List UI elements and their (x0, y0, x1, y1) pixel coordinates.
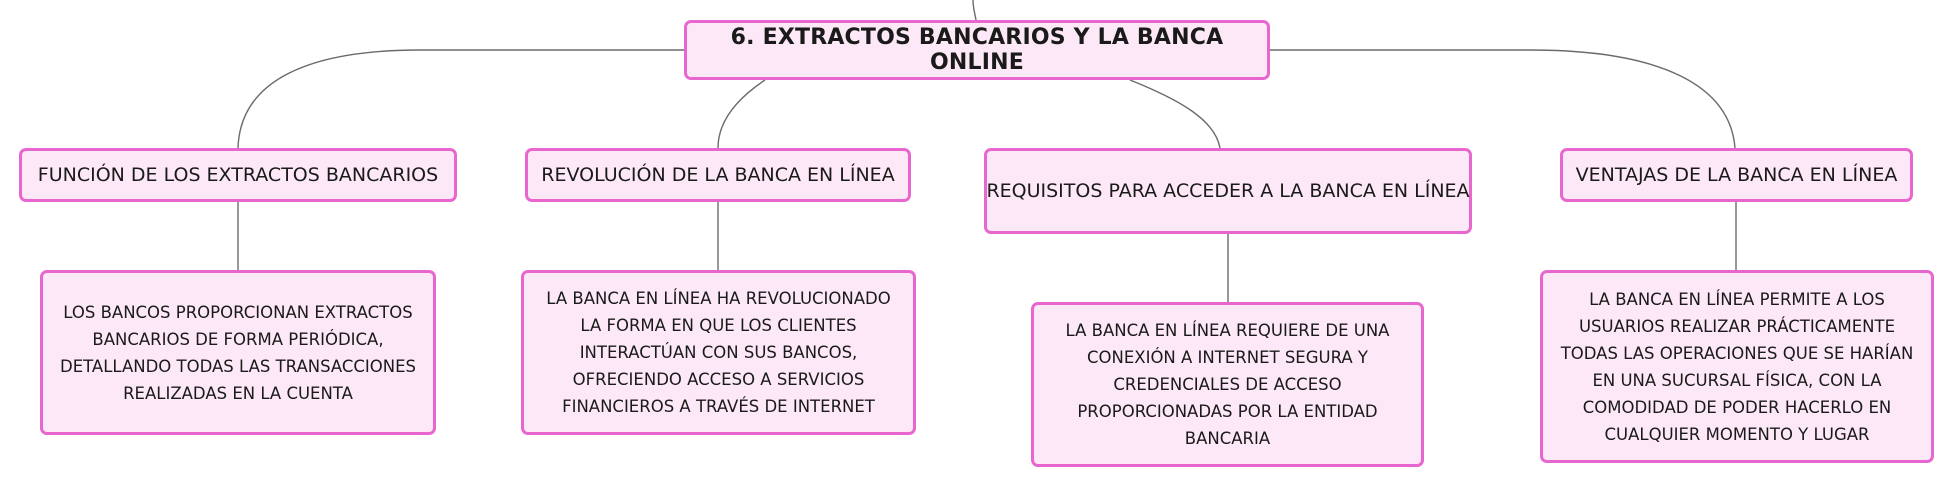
topic-requisitos-banca[interactable]: REQUISITOS PARA ACCEDER A LA BANCA EN LÍ… (984, 148, 1472, 234)
detail-funcion-extractos[interactable]: LOS BANCOS PROPORCIONAN EXTRACTOS BANCAR… (40, 270, 436, 435)
topic-ventajas-banca[interactable]: VENTAJAS DE LA BANCA EN LÍNEA (1560, 148, 1913, 202)
connector-central-to-topic-2 (717, 79, 766, 149)
topic-revolucion-banca[interactable]: REVOLUCIÓN DE LA BANCA EN LÍNEA (525, 148, 911, 202)
detail-text: LA BANCA EN LÍNEA REQUIERE DE UNA CONEXI… (1065, 321, 1390, 448)
detail-revolucion-banca[interactable]: LA BANCA EN LÍNEA HA REVOLUCIONADO LA FO… (521, 270, 916, 435)
connector-parent (972, 0, 977, 21)
topic-label: VENTAJAS DE LA BANCA EN LÍNEA (1575, 164, 1898, 186)
topic-label: FUNCIÓN DE LOS EXTRACTOS BANCARIOS (37, 164, 439, 186)
connector-central-to-topic-3 (1129, 79, 1221, 149)
central-topic-label: 6. EXTRACTOS BANCARIOS Y LA BANCA ONLINE (730, 25, 1224, 75)
detail-text: LA BANCA EN LÍNEA PERMITE A LOS USUARIOS… (1560, 289, 1914, 444)
connector-central-to-topic-1 (237, 49, 684, 149)
detail-text: LOS BANCOS PROPORCIONAN EXTRACTOS BANCAR… (59, 302, 417, 403)
connector-central-to-topic-4 (1270, 49, 1736, 149)
topic-label: REVOLUCIÓN DE LA BANCA EN LÍNEA (541, 164, 895, 186)
topic-label: REQUISITOS PARA ACCEDER A LA BANCA EN LÍ… (986, 180, 1470, 202)
detail-ventajas-banca[interactable]: LA BANCA EN LÍNEA PERMITE A LOS USUARIOS… (1540, 270, 1934, 463)
detail-text: LA BANCA EN LÍNEA HA REVOLUCIONADO LA FO… (546, 289, 891, 416)
central-topic[interactable]: 6. EXTRACTOS BANCARIOS Y LA BANCA ONLINE (684, 20, 1270, 80)
detail-requisitos-banca[interactable]: LA BANCA EN LÍNEA REQUIERE DE UNA CONEXI… (1031, 302, 1424, 467)
topic-funcion-extractos[interactable]: FUNCIÓN DE LOS EXTRACTOS BANCARIOS (19, 148, 457, 202)
